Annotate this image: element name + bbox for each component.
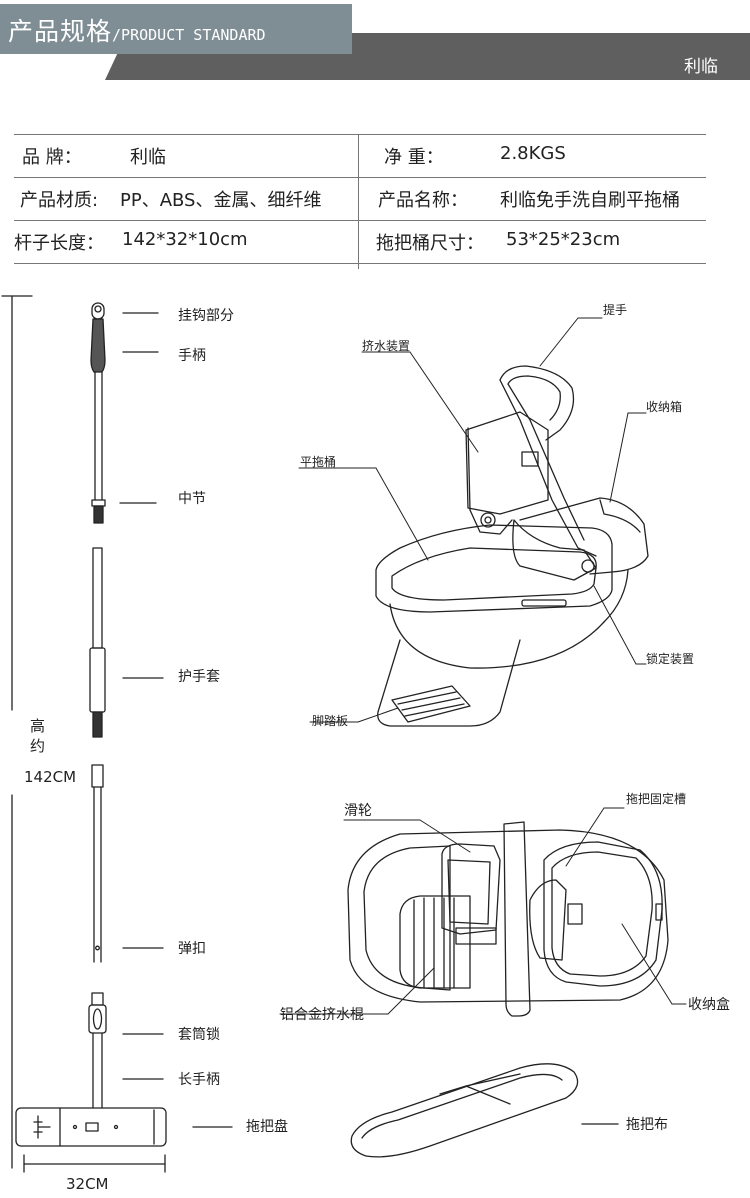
rod-length-value: 142*32*10cm (122, 229, 248, 250)
brand-label: 品 牌： (22, 147, 82, 168)
bucket-size-label: 拖把桶尺寸： (376, 233, 484, 254)
header-title-box (0, 4, 352, 54)
label-pulley: 滑轮 (344, 803, 372, 819)
height-label-1: 高 (30, 717, 46, 735)
height-dimension (1, 295, 33, 1169)
product-name-label: 产品名称： (378, 190, 468, 211)
label-flat-bucket: 平拖桶 (300, 455, 337, 469)
label-lock: 锁定装置 (646, 652, 695, 666)
label-slot: 拖把固定槽 (626, 792, 687, 806)
label-handle: 手柄 (178, 348, 206, 364)
spec-row: 杆子长度： 142*32*10cm 拖把桶尺寸： 53*25*23cm (14, 220, 706, 264)
label-sleeve-lock: 套筒锁 (178, 1027, 220, 1043)
rod-length-label: 杆子长度： (14, 233, 104, 254)
spec-row: 产品材质: PP、ABS、金属、细纤维 产品名称： 利临免手洗自刷平拖桶 (14, 177, 706, 220)
label-storage: 收纳箱 (646, 400, 683, 414)
bucket-top-leaders (279, 807, 687, 1015)
page-title-en: /PRODUCT STANDARD (112, 26, 266, 44)
material-value: PP、ABS、金属、细纤维 (120, 190, 322, 211)
width-value: 32CM (66, 1175, 109, 1193)
bucket-top-view (347, 821, 669, 1017)
label-pedal: 脚踏板 (312, 714, 349, 728)
spec-table: 品 牌： 利临 净 重： 2.8KGS 产品材质: PP、ABS、金属、细纤维 … (14, 134, 706, 264)
material-label: 产品材质: (20, 190, 99, 211)
spec-row: 品 牌： 利临 净 重： 2.8KGS (14, 134, 706, 177)
bucket-side-leaders (298, 317, 647, 723)
mop-segment-grip (89, 547, 106, 738)
page-title: 产品规格/PRODUCT STANDARD (8, 17, 266, 46)
label-roller: 铝合金挤水棍 (280, 1007, 364, 1023)
spec-divider (358, 134, 359, 269)
label-long-handle: 长手柄 (178, 1072, 220, 1088)
mop-segment-base (15, 992, 167, 1173)
weight-value: 2.8KGS (500, 143, 566, 164)
height-value: 142CM (24, 768, 77, 786)
label-middle: 中节 (178, 491, 206, 507)
mop-leaders (119, 312, 233, 1128)
label-squeeze: 挤水装置 (362, 339, 411, 353)
label-bucket-handle: 提手 (603, 303, 628, 317)
label-grip: 护手套 (178, 669, 220, 685)
mop-segment-upper (90, 302, 106, 524)
header-brand: 利临 (684, 57, 718, 77)
label-clip: 弹扣 (178, 941, 206, 957)
brand-value: 利临 (130, 147, 166, 168)
bucket-side-view (375, 365, 649, 727)
label-mop-plate: 拖把盘 (246, 1119, 288, 1135)
mop-segment-lower (91, 764, 104, 963)
weight-label: 净 重： (384, 147, 444, 168)
label-hook: 挂钩部分 (178, 308, 234, 324)
label-storage-box: 收纳盒 (688, 997, 730, 1013)
product-name-value: 利临免手洗自刷平拖桶 (500, 190, 680, 211)
label-cloth: 拖把布 (626, 1117, 668, 1133)
bucket-size-value: 53*25*23cm (506, 229, 621, 250)
mop-cloth (350, 1063, 619, 1158)
height-label-2: 约 (30, 737, 46, 755)
